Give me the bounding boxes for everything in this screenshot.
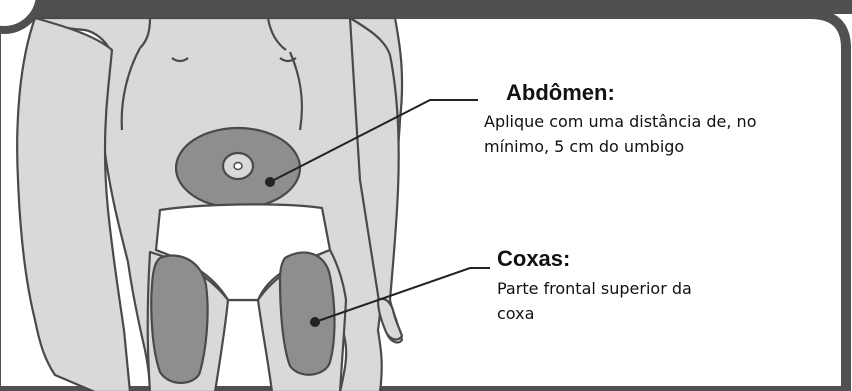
thigh-left-injection-zone (151, 256, 207, 383)
body-silhouette-icon (17, 18, 402, 391)
navel-center (234, 163, 242, 170)
abdomen-title: Abdômen: (506, 80, 814, 106)
thigh-right-injection-zone (280, 252, 335, 374)
thigh-description: Parte frontal superior da coxa (497, 276, 722, 326)
thigh-title: Coxas: (497, 246, 797, 272)
thigh-leader-dot (311, 318, 319, 326)
abdomen-label: Abdômen: Aplique com uma distância de, n… (484, 80, 814, 159)
abdomen-description: Aplique com uma distância de, no mínimo,… (484, 109, 774, 159)
thigh-label: Coxas: Parte frontal superior da coxa (497, 246, 797, 326)
abdomen-leader-dot (266, 178, 274, 186)
